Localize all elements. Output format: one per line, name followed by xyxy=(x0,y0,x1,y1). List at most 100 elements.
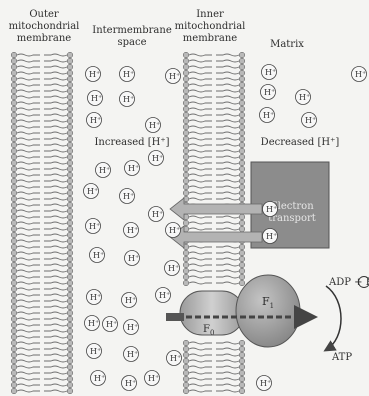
proton-ion: H+ xyxy=(166,223,181,238)
lipid-head xyxy=(67,112,73,118)
lipid-head xyxy=(67,214,73,220)
lipid-head xyxy=(11,304,17,310)
lipid-tail xyxy=(17,252,67,254)
lipid-head xyxy=(183,256,189,262)
lipid-tail xyxy=(189,186,239,188)
lipid-head xyxy=(11,184,17,190)
proton-ion: H+ xyxy=(87,290,102,305)
lipid-tail xyxy=(17,108,67,110)
lipid-head xyxy=(67,154,73,160)
lipid-head xyxy=(67,232,73,238)
lipid-tail xyxy=(17,318,67,320)
lipid-head xyxy=(183,88,189,94)
lipid-tail xyxy=(189,282,239,284)
lipid-tail xyxy=(17,378,67,380)
lipid-head xyxy=(11,250,17,256)
proton-ion: H+ xyxy=(124,223,139,238)
proton-ion: H+ xyxy=(120,189,135,204)
lipid-tail xyxy=(17,222,67,224)
lipid-tail xyxy=(189,102,239,104)
lipid-head xyxy=(183,358,189,364)
intermembrane-label-line2: space xyxy=(117,37,146,48)
lipid-tail xyxy=(189,378,239,380)
lipid-head xyxy=(239,244,245,250)
lipid-head xyxy=(183,58,189,64)
lipid-head xyxy=(67,358,73,364)
lipid-head xyxy=(67,292,73,298)
lipid-tail xyxy=(17,66,67,68)
header-labels: Outer mitochondrial membrane Intermembra… xyxy=(9,9,305,50)
lipid-tail xyxy=(189,162,239,164)
lipid-head xyxy=(11,178,17,184)
lipid-head xyxy=(11,346,17,352)
lipid-tail xyxy=(17,96,67,98)
proton-flow-shaft xyxy=(166,313,184,321)
lipid-head xyxy=(67,376,73,382)
lipid-head xyxy=(183,160,189,166)
lipid-head xyxy=(239,214,245,220)
lipid-head xyxy=(239,274,245,280)
lipid-head xyxy=(67,52,73,58)
proton-ion: H+ xyxy=(87,113,102,128)
decreased-h-label: Decreased [H⁺] xyxy=(261,137,340,148)
lipid-head xyxy=(11,100,17,106)
lipid-head xyxy=(239,52,245,58)
inner-membrane-label-line1: Inner xyxy=(196,9,224,20)
lipid-head xyxy=(183,112,189,118)
lipid-tail xyxy=(17,342,67,344)
lipid-tail xyxy=(17,192,67,194)
lipid-head xyxy=(183,220,189,226)
lipid-head xyxy=(11,148,17,154)
lipid-head xyxy=(183,370,189,376)
proton-ion: H+ xyxy=(156,288,171,303)
lipid-tail xyxy=(17,228,67,230)
lipid-tail xyxy=(189,360,239,362)
lipid-head xyxy=(67,94,73,100)
lipid-head xyxy=(239,88,245,94)
lipid-head xyxy=(11,232,17,238)
lipid-head xyxy=(67,136,73,142)
lipid-head xyxy=(183,52,189,58)
lipid-head xyxy=(67,364,73,370)
lipid-head xyxy=(183,364,189,370)
lipid-tail xyxy=(17,210,67,212)
lipid-head xyxy=(11,82,17,88)
lipid-tail xyxy=(189,96,239,98)
lipid-head xyxy=(67,346,73,352)
lipid-head xyxy=(11,358,17,364)
lipid-tail xyxy=(189,114,239,116)
lipid-head xyxy=(67,130,73,136)
lipid-head xyxy=(239,388,245,394)
proton-ion: H+ xyxy=(122,376,137,391)
lipid-head xyxy=(11,124,17,130)
lipid-head xyxy=(11,76,17,82)
lipid-head xyxy=(67,166,73,172)
lipid-tail xyxy=(189,84,239,86)
lipid-head xyxy=(67,334,73,340)
lipid-head xyxy=(183,274,189,280)
lipid-tail xyxy=(189,372,239,374)
lipid-head xyxy=(239,124,245,130)
lipid-tail xyxy=(17,306,67,308)
lipid-head xyxy=(11,172,17,178)
lipid-head xyxy=(67,172,73,178)
proton-ion: H+ xyxy=(90,248,105,263)
proton-ion: H+ xyxy=(257,376,272,391)
lipid-tail xyxy=(189,390,239,392)
lipid-tail xyxy=(17,282,67,284)
lipid-head xyxy=(11,106,17,112)
lipid-tail xyxy=(189,192,239,194)
lipid-head xyxy=(67,250,73,256)
proton-ion: H+ xyxy=(84,184,99,199)
proton-ion: H+ xyxy=(296,90,311,105)
lipid-tail xyxy=(17,258,67,260)
intermembrane-label-line1: Intermembrane xyxy=(92,25,172,36)
lipid-tail xyxy=(17,138,67,140)
lipid-head xyxy=(239,190,245,196)
lipid-head xyxy=(67,328,73,334)
lipid-head xyxy=(11,262,17,268)
proton-ion: H+ xyxy=(146,118,161,133)
lipid-head xyxy=(239,196,245,202)
